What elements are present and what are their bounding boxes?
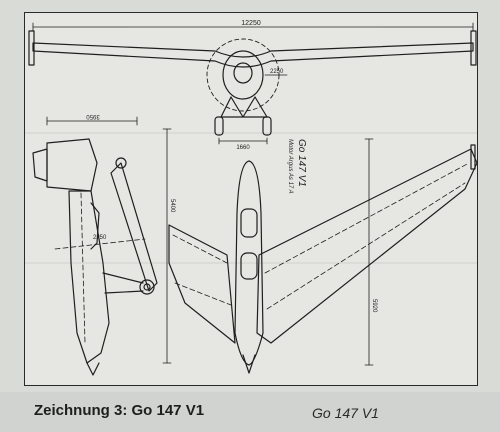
side-tail-fin xyxy=(46,138,98,192)
side-wing-strut xyxy=(110,162,158,292)
engine-label: Motor Argus As 17 A xyxy=(287,139,293,194)
fin-height-label: 2250 xyxy=(270,69,284,75)
span-dimension-line xyxy=(32,22,474,32)
drawing-caption: Zeichnung 3: Go 147 V1 xyxy=(34,402,205,419)
drawing-frame: 12250 2250 xyxy=(24,12,478,386)
technical-drawing: 12250 2250 xyxy=(25,20,477,376)
side-fuselage xyxy=(68,190,110,364)
fuselage-front xyxy=(222,50,264,100)
front-view: 12250 2250 xyxy=(28,20,477,151)
side-width-label: 3950 xyxy=(86,113,100,119)
right-wheel xyxy=(262,116,272,136)
plan-left-wing xyxy=(168,224,236,344)
front-wing xyxy=(32,42,474,68)
left-wheel xyxy=(214,116,224,136)
plan-nose xyxy=(242,354,256,374)
side-tailwheel xyxy=(115,157,127,169)
side-prop-line xyxy=(54,238,146,250)
plan-wingtip-fin xyxy=(470,144,476,170)
span-dimension-label: 12250 xyxy=(241,20,261,27)
side-canopy xyxy=(90,202,100,250)
plan-canopy-rear xyxy=(240,252,258,280)
landing-gear-struts xyxy=(220,96,268,118)
right-wingtip-fin xyxy=(470,30,477,66)
side-gear-struts xyxy=(102,272,144,294)
plan-canopy-front xyxy=(240,208,258,238)
plan-view: 5920 Go 147 V1 Motor Argus As 17 A xyxy=(168,138,477,374)
plan-fuselage xyxy=(234,160,264,366)
side-spinner xyxy=(86,362,100,376)
track-label: 1660 xyxy=(236,145,250,151)
side-prop-label: 2250 xyxy=(93,235,107,241)
left-wingtip-fin xyxy=(28,30,35,66)
drawing-subcaption: Go 147 V1 xyxy=(312,405,379,421)
side-rudder xyxy=(32,148,48,182)
caption-bar xyxy=(0,392,500,432)
cowling-inner xyxy=(233,62,253,84)
side-height-label: 5400 xyxy=(169,199,175,213)
side-main-wheel xyxy=(139,279,155,295)
type-label: Go 147 V1 xyxy=(296,139,307,187)
plan-length-label: 5920 xyxy=(371,299,377,313)
side-view: 3950 2250 5400 xyxy=(32,113,175,376)
